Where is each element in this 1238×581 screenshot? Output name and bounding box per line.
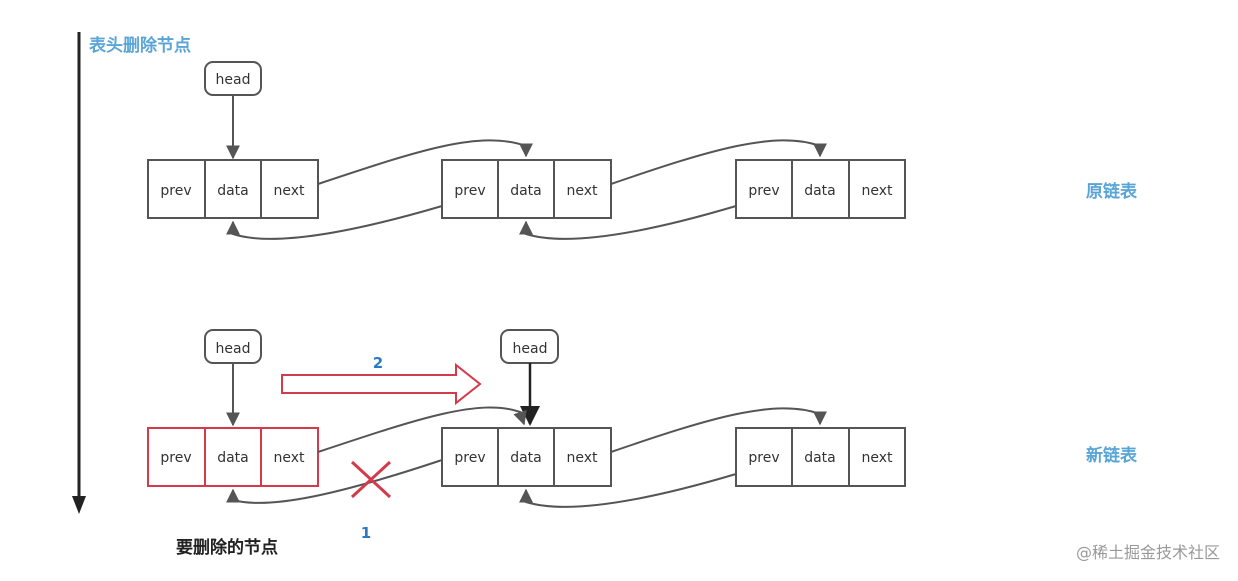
head-box: head	[204, 61, 262, 96]
list-node: prev data next	[441, 159, 612, 219]
diagram-title: 表头删除节点	[89, 35, 191, 56]
head-label: head	[216, 72, 251, 88]
next-pointer	[317, 406, 527, 453]
new-list: head 2 head prev data next prev data nex…	[147, 329, 906, 542]
prev-field: prev	[160, 183, 191, 199]
prev-pointer	[519, 473, 737, 508]
next-field: next	[861, 183, 893, 199]
step-1-label: 1	[361, 524, 371, 542]
data-field: data	[217, 183, 249, 199]
new-head-box: head	[500, 329, 559, 364]
next-pointer	[610, 407, 827, 453]
new-list-label: 新链表	[1086, 445, 1138, 466]
cut-link-cross-icon	[350, 460, 392, 499]
data-field: data	[804, 450, 836, 466]
prev-pointer	[226, 459, 443, 504]
move-head-arrow	[281, 362, 482, 406]
next-field: next	[861, 450, 893, 466]
data-field: data	[217, 450, 249, 466]
data-field: data	[804, 183, 836, 199]
prev-pointer	[226, 205, 443, 240]
list-node: prev data next	[735, 159, 906, 219]
prev-field: prev	[748, 183, 779, 199]
node-to-delete-label: 要删除的节点	[176, 537, 278, 558]
next-field: next	[566, 183, 598, 199]
data-field: data	[510, 183, 542, 199]
step-2-label: 2	[373, 354, 383, 372]
prev-field: prev	[748, 450, 779, 466]
prev-pointer	[519, 205, 737, 240]
deleted-node: prev data next	[147, 427, 319, 487]
next-pointer	[610, 139, 827, 185]
timeline-arrow	[72, 32, 86, 514]
next-pointer	[317, 139, 533, 185]
prev-field: prev	[454, 450, 485, 466]
head-box: head	[204, 329, 262, 364]
data-field: data	[510, 450, 542, 466]
prev-field: prev	[160, 450, 191, 466]
head-label: head	[513, 341, 548, 357]
list-node: prev data next	[147, 159, 319, 219]
head-label: head	[216, 341, 251, 357]
next-field: next	[566, 450, 598, 466]
watermark: @稀土掘金技术社区	[1076, 543, 1220, 562]
list-node: prev data next	[735, 427, 906, 487]
next-field: next	[273, 183, 305, 199]
list-node: prev data next	[441, 427, 612, 487]
original-list: head prev data next prev data next prev	[147, 61, 906, 240]
prev-field: prev	[454, 183, 485, 199]
next-field: next	[273, 450, 305, 466]
original-list-label: 原链表	[1086, 181, 1138, 202]
